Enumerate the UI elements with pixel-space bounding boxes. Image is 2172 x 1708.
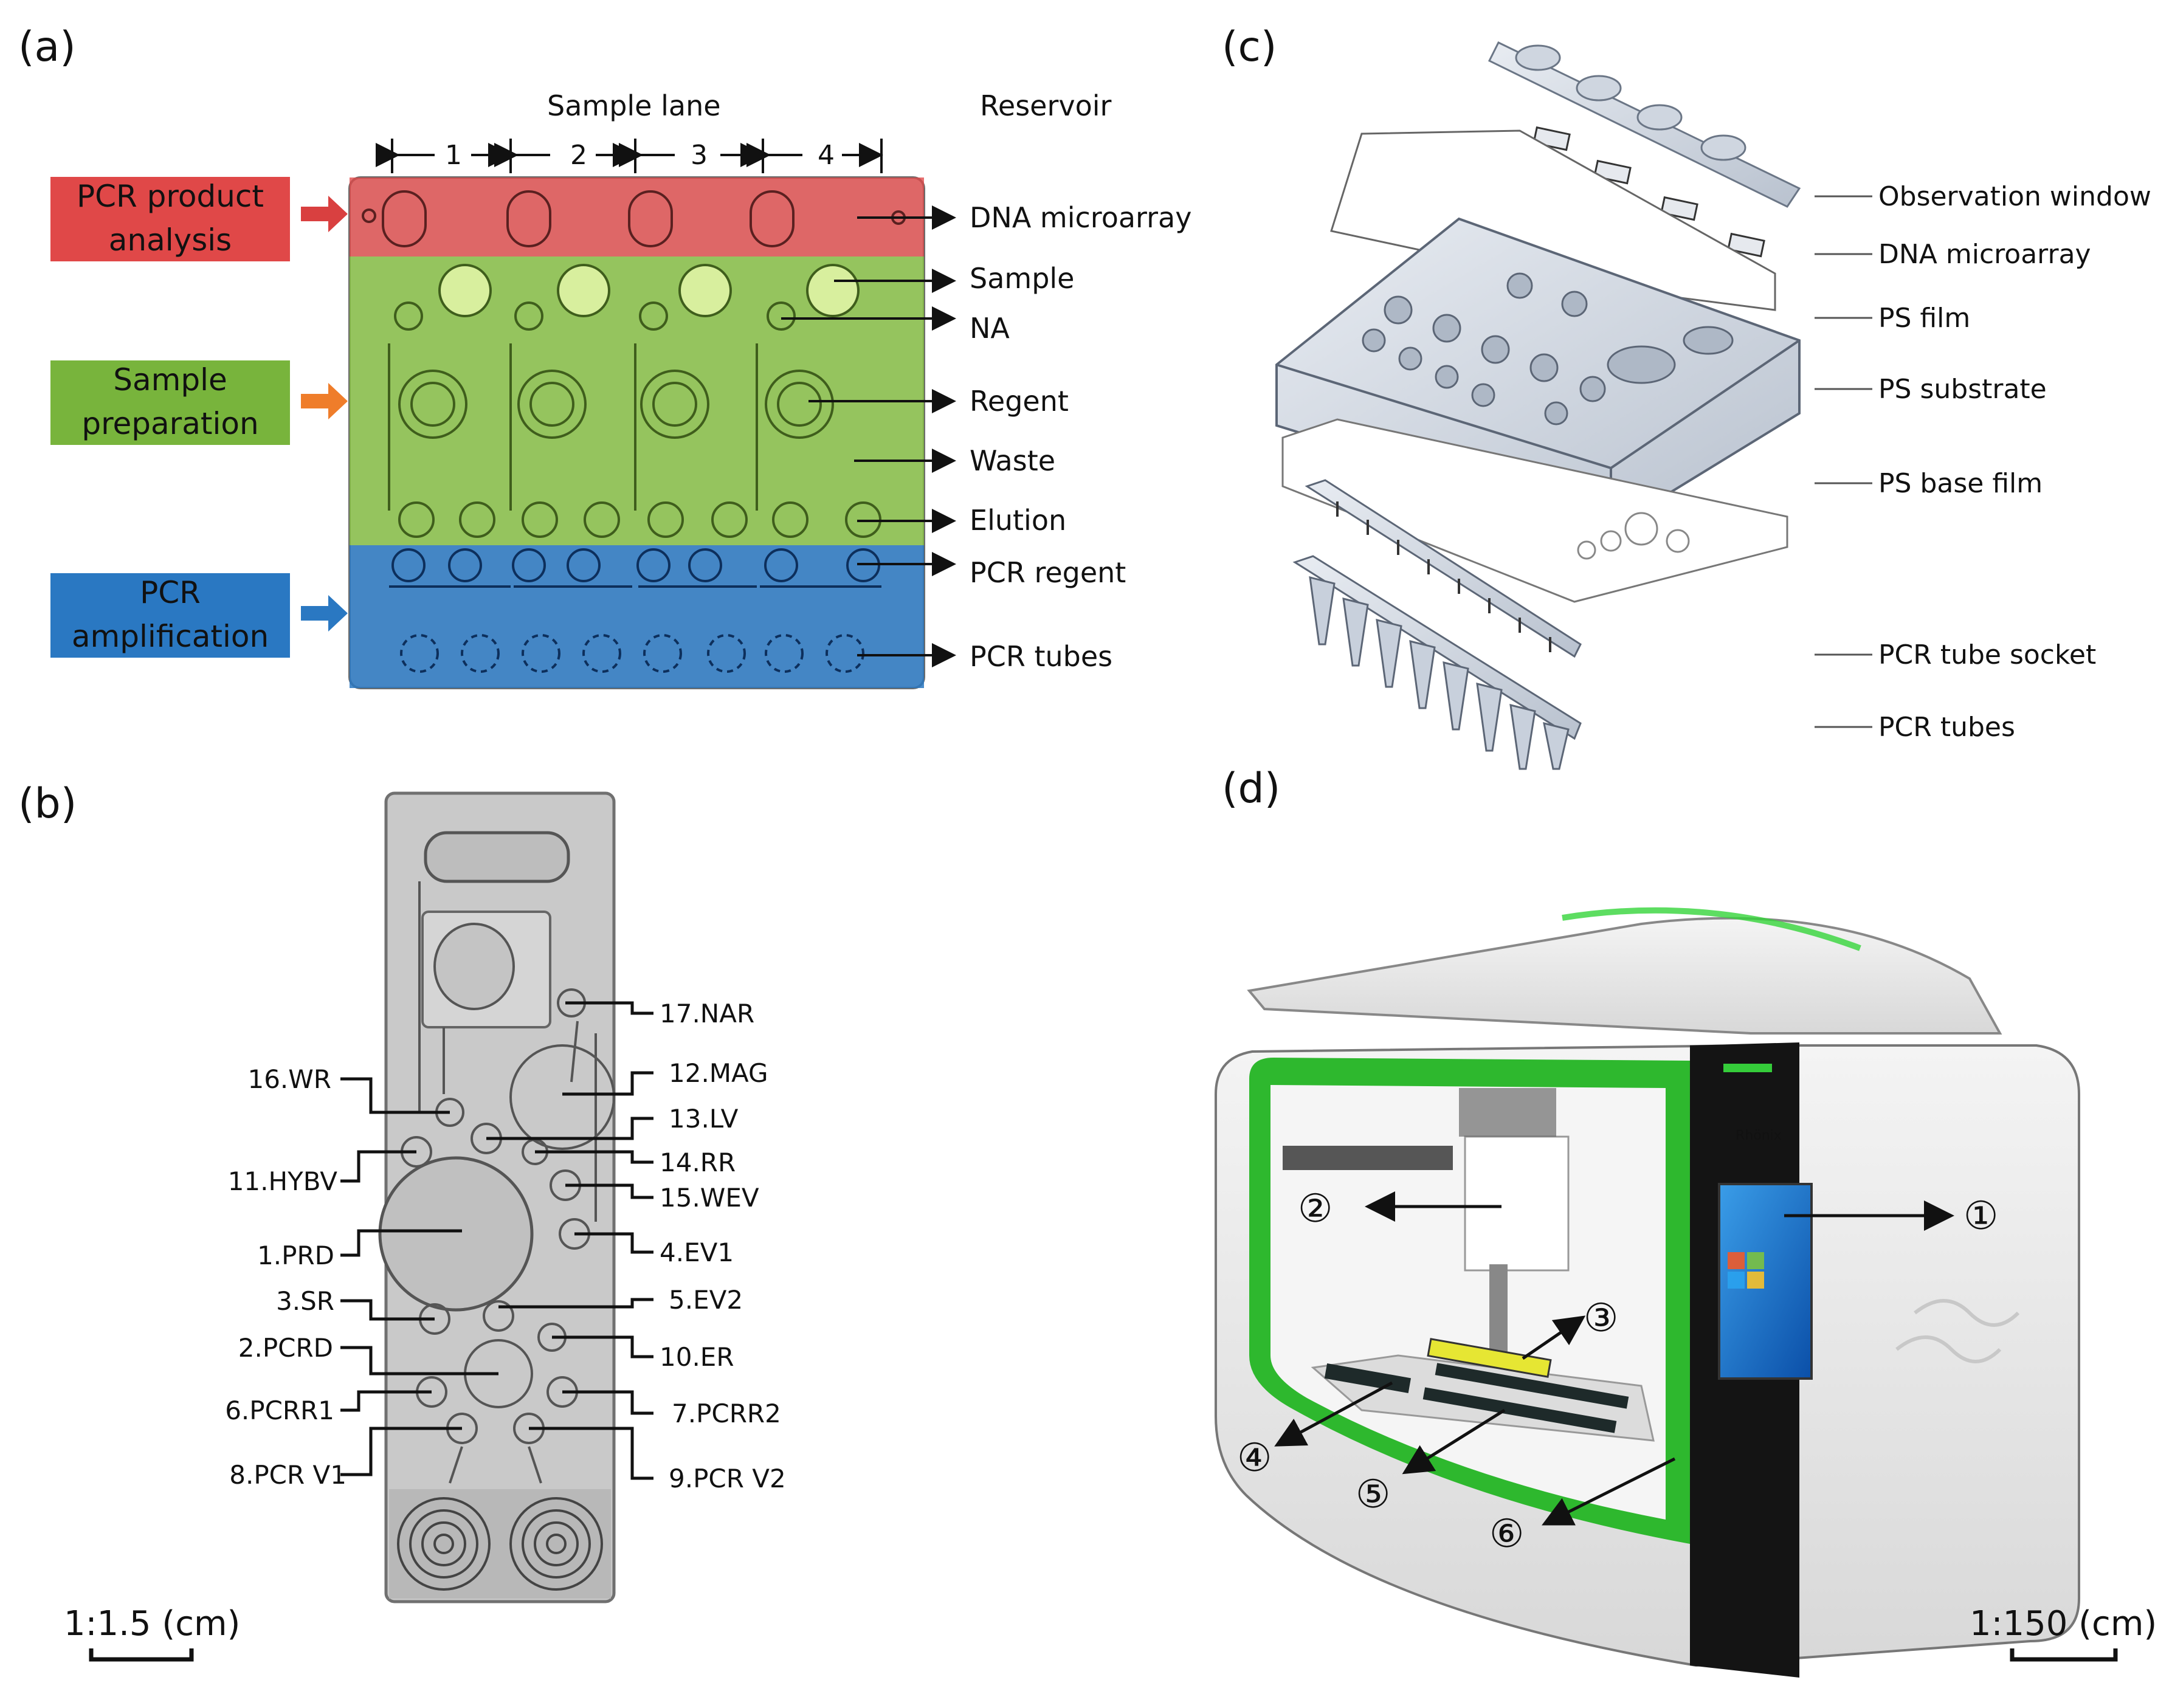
reservoir-elution: Elution (970, 504, 1066, 537)
panel-b-letter: (b) (18, 780, 77, 828)
label-ps-substrate: PS substrate (1878, 374, 2047, 405)
ps-base-film-layer (1281, 418, 1788, 603)
reservoir-regent: Regent (970, 385, 1069, 418)
scale-b: 1:1.5 (cm) (64, 1604, 240, 1644)
single-lane-chip (378, 791, 616, 1603)
label-1-prd: 1.PRD (257, 1241, 334, 1270)
svg-text:amplification: amplification (72, 619, 269, 654)
label-14-rr: 14.RR (660, 1148, 736, 1177)
reservoir-dna-microarray: DNA microarray (970, 201, 1191, 234)
label-7-pcrr2: 7.PCRR2 (672, 1399, 781, 1428)
svg-text:preparation: preparation (81, 406, 258, 441)
label-3-sr: 3.SR (276, 1286, 334, 1316)
label-5-ev2: 5.EV2 (669, 1285, 743, 1315)
svg-text:analysis: analysis (109, 222, 232, 258)
reservoir-pcr-tubes: PCR tubes (970, 640, 1112, 673)
svg-text:PCR product: PCR product (77, 179, 264, 214)
arrow-red (301, 196, 348, 232)
label-2-pcrd: 2.PCRD (238, 1333, 333, 1363)
scale-d: 1:150 (cm) (1970, 1604, 2157, 1644)
label-9-pcr-v2: 9.PCR V2 (669, 1464, 786, 1493)
label-4-ev1: 4.EV1 (660, 1238, 734, 1267)
panel-a-letter: (a) (18, 23, 76, 71)
label-dna-microarray: DNA microarray (1878, 239, 2091, 270)
label-ps-base-film: PS base film (1878, 468, 2043, 499)
panel-c-letter: (c) (1222, 23, 1277, 71)
windows-logo (1728, 1252, 1764, 1289)
scale-bar-b (89, 1648, 194, 1662)
instrument-photo: Rhönix (1215, 907, 2080, 1678)
callout-5: ⑤ (1356, 1472, 1390, 1517)
pcr-tube-socket-part (1305, 479, 1582, 658)
pcr-product-analysis-zone (350, 177, 924, 257)
callout-2: ② (1298, 1186, 1333, 1231)
lane-dimension-lines (376, 139, 883, 173)
label-12-mag: 12.MAG (669, 1058, 768, 1088)
label-11-hybv: 11.HYBV (228, 1166, 338, 1196)
observation-window-part (1488, 41, 1801, 208)
lane-2-label: 2 (570, 140, 587, 171)
cartridge-top-view (348, 176, 925, 689)
reservoir-na: NA (970, 312, 1010, 345)
label-6-pcrr1: 6.PCRR1 (225, 1396, 334, 1425)
reservoir-header: Reservoir (980, 89, 1112, 122)
label-10-er: 10.ER (660, 1342, 734, 1372)
panel-a: (a) Sample lane Reservoir 1 2 3 4 (18, 23, 1191, 689)
label-13-lv: 13.LV (669, 1104, 739, 1134)
label-observation-window: Observation window (1878, 181, 2151, 212)
reservoir-arrows (781, 205, 956, 667)
label-15-wev: 15.WEV (660, 1183, 759, 1213)
sample-lane-header: Sample lane (547, 89, 721, 122)
reservoir-sample: Sample (970, 262, 1074, 295)
lane-1-label: 1 (445, 140, 462, 171)
scale-bar-d (2010, 1648, 2118, 1662)
label-8-pcr-v1: 8.PCR V1 (229, 1460, 346, 1490)
svg-text:Sample: Sample (113, 362, 227, 398)
arrow-orange (301, 383, 348, 419)
callout-6: ⑥ (1489, 1512, 1524, 1557)
reservoir-pcr-regent: PCR regent (970, 556, 1126, 589)
label-16-wr: 16.WR (247, 1064, 331, 1094)
panel-d-letter: (d) (1222, 765, 1280, 813)
callout-3: ③ (1584, 1296, 1618, 1341)
label-ps-film: PS film (1878, 303, 1970, 334)
lane-4-label: 4 (818, 140, 835, 171)
callout-4: ④ (1237, 1436, 1272, 1481)
ps-film-layer (1330, 129, 1776, 311)
panel-d: (d) Rhönix (1215, 765, 2157, 1678)
pcr-tubes-part (1292, 555, 1582, 770)
svg-text:PCR: PCR (140, 575, 201, 610)
reservoir-waste: Waste (970, 444, 1055, 477)
arrow-blue (301, 595, 348, 632)
panel-b: (b) (18, 780, 786, 1662)
lane-3-label: 3 (691, 140, 708, 171)
brand-logo: Rhönix (1736, 1128, 1782, 1143)
label-pcr-tube-socket: PCR tube socket (1878, 639, 2096, 670)
zone-label-pcr-amplification: PCR amplification (47, 570, 294, 661)
panel-c: (c) (1222, 23, 2151, 770)
label-pcr-tubes: PCR tubes (1878, 712, 2015, 743)
zone-label-sample-preparation: Sample preparation (47, 357, 294, 449)
callout-1: ① (1963, 1194, 1998, 1239)
label-17-nar: 17.NAR (660, 999, 754, 1028)
zone-label-pcr-product-analysis: PCR product analysis (47, 173, 294, 265)
instrument-lid (1247, 917, 2002, 1035)
pcr-amplification-zone (350, 545, 924, 688)
